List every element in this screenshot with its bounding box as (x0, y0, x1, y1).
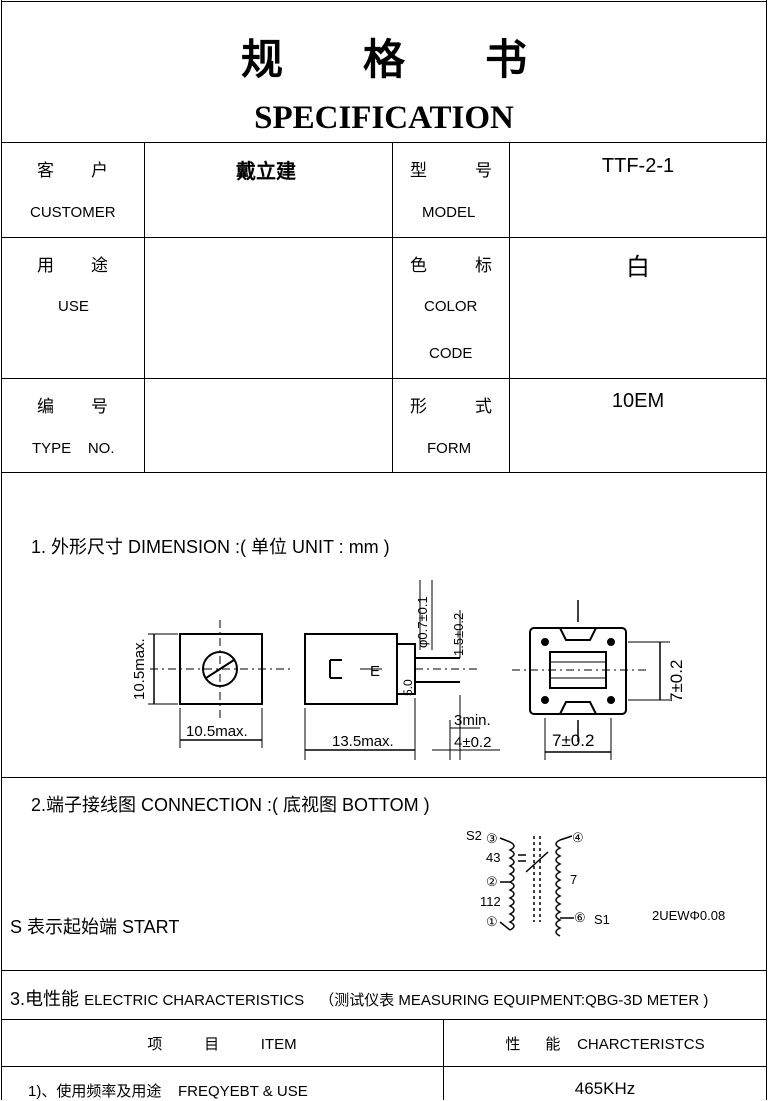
color-label-en-2: CODE (429, 345, 473, 362)
use-label-cn-1: 用 (37, 256, 54, 276)
label-p3: ③ (486, 831, 498, 846)
dim-pin-min-label: 3min. (454, 712, 491, 729)
electric-heading: 3.电性能 ELECTRIC CHARACTERISTICS （测试仪表 MEA… (10, 985, 708, 1011)
form-value: 10EM (611, 390, 665, 412)
customer-label-cn-2: 户 (91, 161, 108, 181)
info-col-divider-2 (392, 142, 393, 472)
color-label-cn-1: 色 (410, 256, 427, 276)
label-43: 43 (486, 850, 500, 865)
form-label-cn-1: 形 (410, 397, 427, 417)
label-s1: S1 (594, 912, 610, 927)
info-col-divider-1 (144, 142, 145, 472)
label-p2: ② (486, 874, 498, 889)
start-note: S 表示起始端 START (10, 917, 180, 937)
type-no-label-cn-1: 编 (37, 397, 54, 417)
label-112: 112 (480, 894, 501, 909)
title-english: SPECIFICATION (254, 100, 514, 136)
form-label-en: FORM (427, 440, 472, 457)
primary-coil (508, 841, 515, 931)
use-label-en: USE (58, 298, 89, 315)
electric-row-1-item: 1)、使用频率及用途 FREQYEBT & USE (28, 1083, 308, 1100)
electric-header-bottom (1, 1066, 767, 1067)
dim-pin-dia-label: φ0.7±0.1 (415, 596, 430, 648)
electric-col-item: 项 目 ITEM (147, 1036, 297, 1053)
side-view-body (304, 633, 398, 705)
type-no-label-cn-2: 号 (91, 397, 108, 417)
border-top (1, 1, 767, 2)
dimension-heading: 1. 外形尺寸 DIMENSION :( 单位 UNIT : mm ) (31, 537, 390, 557)
connection-heading: 2.端子接线图 CONNECTION :( 底视图 BOTTOM ) (31, 795, 430, 815)
electric-row-1-value: 465KHz (574, 1079, 636, 1098)
dim-depth-label: 13.5max. (332, 733, 394, 750)
dim-pin-pitch-label: 5.0 (401, 679, 415, 696)
dim-width-label: 10.5max. (186, 723, 248, 740)
title-chinese: 规格书 (0, 26, 768, 87)
info-table-bottom (1, 472, 767, 473)
color-value: 白 (626, 253, 650, 281)
form-label-cn-2: 式 (475, 397, 492, 417)
color-label-cn-2: 标 (475, 256, 492, 276)
title-char-1: 规 (240, 35, 283, 84)
bottom-view-body (529, 627, 627, 715)
dim-height-label: 10.5max. (131, 638, 148, 700)
label-7: 7 (570, 872, 577, 887)
section-divider-1 (1, 777, 767, 778)
electric-col-divider (443, 1019, 444, 1100)
dim-bottom-w-label: 7±0.2 (552, 731, 594, 750)
label-p6: ⑥ (574, 910, 586, 925)
connection-diagram: S2 ③ 43 ② 112 ① ④ 7 ⑥ S1 2UEWΦ0.08 (466, 828, 725, 937)
dim-mark-label: E (370, 663, 380, 680)
dim-bottom-h-label: 7±0.2 (667, 660, 686, 702)
dim-pin-len-label: 1.5±0.2 (451, 613, 466, 656)
customer-label-cn-1: 客 (37, 161, 54, 181)
dim-pin-ext-label: 4±0.2 (454, 734, 491, 751)
customer-value: 戴立建 (236, 159, 296, 183)
electric-table-top (1, 1019, 767, 1020)
color-label-en-1: COLOR (424, 298, 478, 315)
type-no-label-en: TYPE NO. (32, 440, 115, 457)
model-value: TTF-2-1 (601, 155, 675, 177)
label-s2: S2 (466, 828, 482, 843)
section-divider-2 (1, 970, 767, 971)
secondary-coil (555, 839, 562, 937)
info-row-divider-1 (1, 237, 767, 238)
label-p1: ① (486, 914, 498, 929)
info-row-divider-2 (1, 378, 767, 379)
title-char-3: 书 (485, 35, 528, 84)
electric-heading-en: ELECTRIC CHARACTERISTICS (84, 992, 305, 1009)
wire-spec-label: 2UEWΦ0.08 (652, 908, 725, 923)
use-label-cn-2: 途 (91, 256, 108, 276)
info-table-top (1, 142, 767, 143)
label-p4: ④ (572, 830, 584, 845)
electric-heading-main: 3.电性能 (10, 989, 80, 1009)
model-label-en: MODEL (422, 204, 476, 221)
border-left (1, 0, 2, 1100)
info-col-divider-3 (509, 142, 510, 472)
title-char-2: 格 (362, 35, 405, 84)
dimension-drawing: 10.5max. 10.5max. E φ0.7±0.1 1.5±0.2 5.0… (131, 580, 686, 760)
model-label-cn-2: 号 (475, 161, 492, 181)
border-right (766, 0, 767, 1100)
electric-col-perf: 性 能 CHARCTERISTCS (505, 1036, 705, 1053)
electric-heading-equipment: （测试仪表 MEASURING EQUIPMENT:QBG-3D METER ) (319, 992, 709, 1009)
customer-label-en: CUSTOMER (30, 204, 116, 221)
model-label-cn-1: 型 (410, 161, 427, 181)
